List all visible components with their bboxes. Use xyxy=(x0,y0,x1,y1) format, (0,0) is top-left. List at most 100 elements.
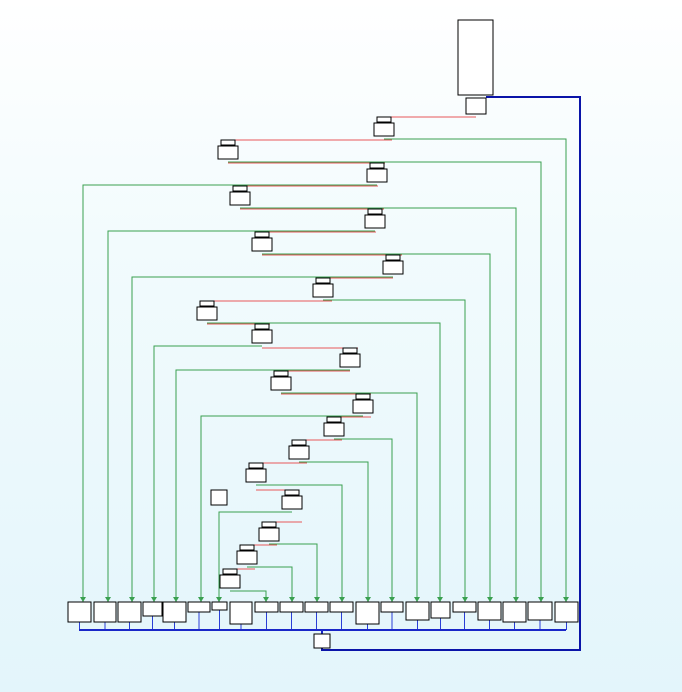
edge-arrowhead xyxy=(563,597,569,602)
case-block-5[interactable] xyxy=(187,601,211,613)
cond-header-17[interactable] xyxy=(261,521,277,528)
case-block-13[interactable] xyxy=(380,601,404,613)
cond-block-3[interactable] xyxy=(229,191,251,206)
cond-block-1[interactable] xyxy=(217,145,239,160)
cond-block-16[interactable] xyxy=(281,495,303,510)
edge-arrowhead xyxy=(538,597,544,602)
edge-arrowhead xyxy=(513,597,519,602)
case-block-8[interactable] xyxy=(254,601,279,613)
edge-arrowhead xyxy=(389,597,395,602)
edge-arrowhead xyxy=(129,597,135,602)
cond-block-2[interactable] xyxy=(366,168,388,183)
edge-taken-0 xyxy=(384,138,567,602)
case-block-1[interactable] xyxy=(93,601,117,623)
case-block-4[interactable] xyxy=(162,601,187,623)
edge-arrowhead xyxy=(414,597,420,602)
cond-block-19[interactable] xyxy=(219,574,241,589)
case-block-7[interactable] xyxy=(229,601,253,625)
cond-header-15[interactable] xyxy=(248,462,264,469)
edge-taken-19 xyxy=(230,590,267,602)
cond-header-9[interactable] xyxy=(254,323,270,330)
cond-block-5[interactable] xyxy=(251,237,273,252)
cond-block-13[interactable] xyxy=(323,422,345,437)
edge-taken-8 xyxy=(207,322,441,602)
edge-taken-6 xyxy=(131,276,393,602)
case-block-aux[interactable] xyxy=(210,489,228,506)
cond-block-11[interactable] xyxy=(270,376,292,391)
nodes-layer xyxy=(67,19,579,649)
cond-header-16[interactable] xyxy=(284,489,300,496)
cond-header-13[interactable] xyxy=(326,416,342,423)
edge-taken-5 xyxy=(262,253,491,602)
cond-header-6[interactable] xyxy=(385,254,401,261)
cond-header-4[interactable] xyxy=(367,208,383,215)
edge-taken-11 xyxy=(281,392,418,602)
cond-header-2[interactable] xyxy=(369,162,385,169)
edge-arrowhead xyxy=(198,597,204,602)
edge-taken-4 xyxy=(107,230,375,602)
cond-header-11[interactable] xyxy=(273,370,289,377)
edge-arrowhead xyxy=(289,597,295,602)
cond-block-7[interactable] xyxy=(312,283,334,298)
cond-block-18[interactable] xyxy=(236,550,258,565)
case-block-0[interactable] xyxy=(67,601,92,623)
edge-taken-7 xyxy=(323,299,466,602)
edge-arrowhead xyxy=(216,597,222,602)
entry-block[interactable] xyxy=(457,19,494,96)
cond-block-4[interactable] xyxy=(364,214,386,229)
cond-header-19[interactable] xyxy=(222,568,238,575)
cond-header-18[interactable] xyxy=(239,544,255,551)
dispatch-block[interactable] xyxy=(465,97,487,115)
cond-header-14[interactable] xyxy=(291,439,307,446)
edge-arrowhead xyxy=(173,597,179,602)
edge-taken-18 xyxy=(247,566,293,602)
case-block-10[interactable] xyxy=(304,601,329,613)
merge-bus-left xyxy=(79,629,323,634)
case-block-2[interactable] xyxy=(117,601,142,623)
cond-header-5[interactable] xyxy=(254,231,270,238)
cond-block-17[interactable] xyxy=(258,527,280,542)
cond-block-6[interactable] xyxy=(382,260,404,275)
edge-taken-1 xyxy=(228,161,542,602)
case-block-6[interactable] xyxy=(211,601,228,611)
cond-block-9[interactable] xyxy=(251,329,273,344)
cond-block-8[interactable] xyxy=(196,306,218,321)
merge-block[interactable] xyxy=(313,633,331,649)
case-block-15[interactable] xyxy=(430,601,451,619)
edge-taken-17 xyxy=(269,543,318,602)
cond-header-12[interactable] xyxy=(355,393,371,400)
case-block-16[interactable] xyxy=(452,601,477,613)
edge-arrowhead xyxy=(365,597,371,602)
edge-taken-9 xyxy=(153,345,262,602)
cond-header-3[interactable] xyxy=(232,185,248,192)
cond-block-12[interactable] xyxy=(352,399,374,414)
edge-arrowhead xyxy=(80,597,86,602)
cond-header-10[interactable] xyxy=(342,347,358,354)
case-block-3[interactable] xyxy=(142,601,163,617)
edge-taken-16 xyxy=(218,511,292,602)
case-block-19[interactable] xyxy=(527,601,553,621)
case-block-17[interactable] xyxy=(477,601,502,621)
cond-block-15[interactable] xyxy=(245,468,267,483)
case-block-14[interactable] xyxy=(405,601,430,621)
cond-block-14[interactable] xyxy=(288,445,310,460)
case-block-12[interactable] xyxy=(355,601,380,625)
edge-arrowhead xyxy=(462,597,468,602)
cond-header-0[interactable] xyxy=(376,116,392,123)
edge-arrowhead xyxy=(487,597,493,602)
edge-taken-10 xyxy=(175,369,350,602)
cond-block-0[interactable] xyxy=(373,122,395,137)
edge-taken-15 xyxy=(256,484,343,602)
case-block-20[interactable] xyxy=(554,601,579,623)
cond-header-7[interactable] xyxy=(315,277,331,284)
cond-header-1[interactable] xyxy=(220,139,236,146)
case-block-11[interactable] xyxy=(329,601,354,613)
case-block-9[interactable] xyxy=(279,601,304,613)
edge-taken-2 xyxy=(82,184,377,602)
edge-arrowhead xyxy=(151,597,157,602)
case-block-18[interactable] xyxy=(502,601,527,623)
cond-block-10[interactable] xyxy=(339,353,361,368)
cond-header-8[interactable] xyxy=(199,300,215,307)
